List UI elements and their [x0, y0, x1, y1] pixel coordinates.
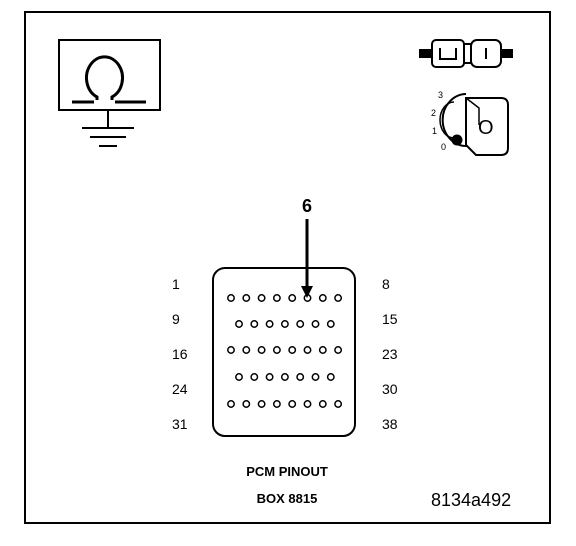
pin-hole-16 — [227, 346, 235, 354]
pin-hole-14 — [311, 320, 320, 328]
diagram-title: PCM PINOUT — [246, 464, 328, 479]
ohmmeter-ground-icon — [58, 39, 161, 147]
pin-hole-21 — [303, 346, 312, 354]
pin-hole-37 — [318, 400, 327, 408]
pin-hole-19 — [272, 346, 281, 354]
figure-id: 8134a492 — [431, 490, 512, 510]
pin-hole-30 — [326, 373, 335, 381]
pin-label-16: 16 — [172, 346, 188, 362]
pin-hole-17 — [242, 346, 251, 354]
pin-hole-26 — [265, 373, 274, 381]
pin-hole-4 — [272, 294, 281, 302]
pin-hole-24 — [235, 373, 243, 381]
pin-hole-7 — [318, 294, 327, 302]
pin-hole-27 — [280, 373, 289, 381]
pin-hole-6 — [303, 294, 312, 302]
pcm-connector-body — [212, 267, 356, 437]
ignition-pos-0: 0 — [441, 142, 447, 152]
pin-hole-34 — [272, 400, 281, 408]
ignition-pos-2: 2 — [431, 108, 437, 118]
pin-hole-32 — [242, 400, 251, 408]
pin-hole-25 — [250, 373, 259, 381]
key-label: O — [478, 117, 494, 139]
pin-hole-10 — [250, 320, 259, 328]
diagram-frame — [24, 11, 551, 524]
pin-hole-36 — [303, 400, 312, 408]
pin-label-24: 24 — [172, 381, 188, 397]
pin-label-23: 23 — [382, 346, 398, 362]
pin-hole-12 — [280, 320, 289, 328]
connector-icon — [419, 39, 513, 68]
pin-hole-28 — [296, 373, 305, 381]
pin-hole-8 — [334, 294, 343, 302]
diagram-subtitle: BOX 8815 — [256, 491, 318, 506]
pin-hole-18 — [257, 346, 266, 354]
pin-hole-35 — [288, 400, 297, 408]
pin-label-38: 38 — [382, 416, 398, 432]
pin-hole-22 — [318, 346, 327, 354]
pin-hole-3 — [257, 294, 266, 302]
pin-hole-20 — [288, 346, 297, 354]
pin-hole-23 — [334, 346, 343, 354]
pin-label-15: 15 — [382, 311, 398, 327]
pointer-pin-label: 6 — [301, 196, 312, 216]
pin-label-31: 31 — [172, 416, 188, 432]
ignition-key-icon — [439, 93, 509, 156]
pin-hole-31 — [227, 400, 235, 408]
pin-label-1: 1 — [172, 276, 180, 292]
pin-label-9: 9 — [172, 311, 180, 327]
pin-hole-13 — [296, 320, 305, 328]
pin-grid — [227, 294, 343, 408]
ignition-pos-1: 1 — [432, 126, 438, 136]
pin-hole-5 — [288, 294, 297, 302]
ignition-pos-3: 3 — [438, 90, 444, 100]
pin-hole-11 — [265, 320, 274, 328]
pin-hole-1 — [227, 294, 235, 302]
pin-hole-38 — [334, 400, 343, 408]
pin-label-8: 8 — [382, 276, 390, 292]
pin-hole-15 — [326, 320, 335, 328]
pointer-arrow — [301, 219, 313, 298]
pin-label-30: 30 — [382, 381, 398, 397]
pin-hole-29 — [311, 373, 320, 381]
pin-hole-2 — [242, 294, 251, 302]
pin-hole-33 — [257, 400, 266, 408]
pin-hole-9 — [235, 320, 243, 328]
